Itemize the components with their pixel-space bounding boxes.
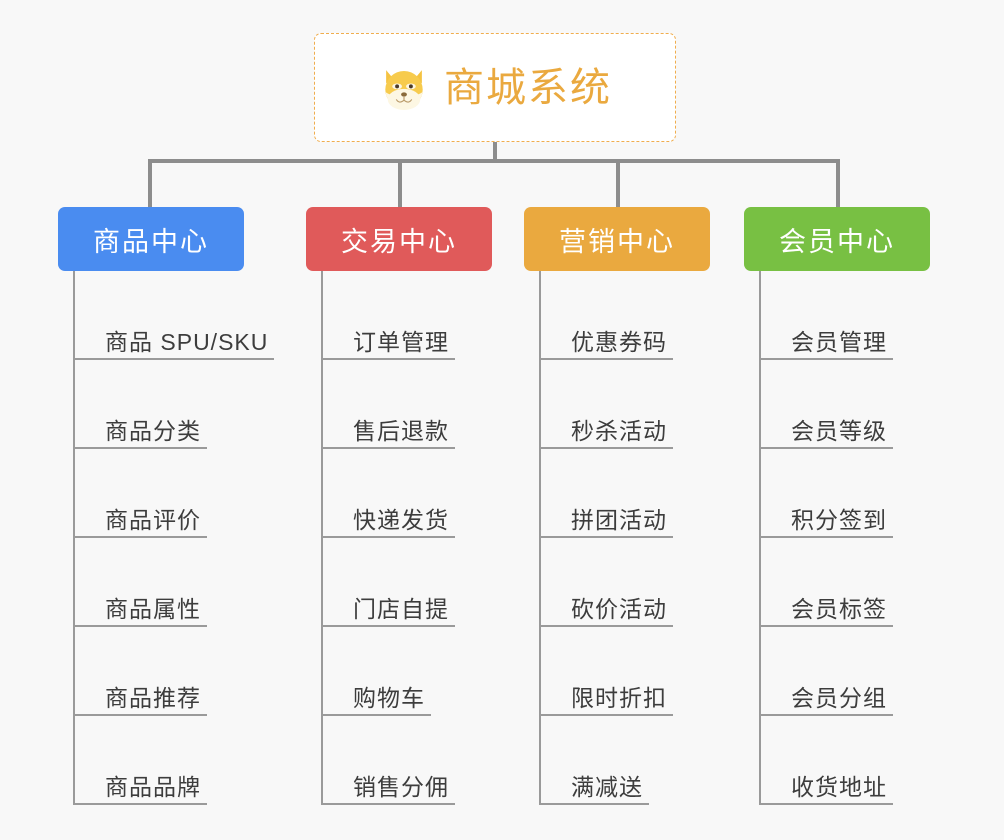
leaf-underline — [321, 358, 455, 360]
root-node[interactable]: 商城系统 — [314, 33, 676, 142]
category-label-2: 营销中心 — [559, 226, 675, 257]
list-item[interactable]: 商品属性 — [73, 538, 274, 627]
category-label-1: 交易中心 — [341, 226, 457, 257]
leaf-underline — [539, 803, 649, 805]
branch-column-2: 营销中心 优惠券码 秒杀活动 拼团活动 砍价活动 限时折扣 满减送 — [524, 207, 710, 805]
leaf-underline — [73, 625, 207, 627]
list-item[interactable]: 优惠券码 — [539, 271, 710, 360]
leaf-underline — [539, 447, 673, 449]
leaf-underline — [539, 358, 673, 360]
list-item[interactable]: 购物车 — [321, 627, 492, 716]
root-title: 商城系统 — [444, 65, 612, 110]
list-item[interactable]: 砍价活动 — [539, 538, 710, 627]
list-item[interactable]: 商品 SPU/SKU — [73, 271, 274, 360]
leaf-list-0: 商品 SPU/SKU 商品分类 商品评价 商品属性 商品推荐 商品品牌 — [73, 271, 274, 805]
leaf-label: 售后退款 — [353, 417, 449, 444]
connector-drop-0 — [148, 159, 152, 207]
leaf-label: 订单管理 — [353, 328, 449, 355]
leaf-label: 商品推荐 — [105, 684, 201, 711]
list-item[interactable]: 会员管理 — [759, 271, 930, 360]
leaf-label: 拼团活动 — [571, 506, 667, 533]
leaf-underline — [759, 358, 893, 360]
leaf-underline — [539, 625, 673, 627]
leaf-label: 商品品牌 — [105, 773, 201, 800]
list-item[interactable]: 满减送 — [539, 716, 710, 805]
leaf-underline — [73, 358, 274, 360]
category-box-3[interactable]: 会员中心 — [744, 207, 930, 271]
leaf-underline — [73, 536, 207, 538]
leaf-label: 快递发货 — [353, 506, 449, 533]
leaf-list-3: 会员管理 会员等级 积分签到 会员标签 会员分组 收货地址 — [759, 271, 930, 805]
leaf-label: 会员分组 — [791, 684, 887, 711]
branch-column-0: 商品中心 商品 SPU/SKU 商品分类 商品评价 商品属性 商品推荐 商品品牌 — [58, 207, 274, 805]
leaf-label: 砍价活动 — [571, 595, 667, 622]
connector-bus — [148, 159, 840, 163]
category-label-0: 商品中心 — [93, 226, 209, 257]
leaf-underline — [73, 447, 207, 449]
list-item[interactable]: 售后退款 — [321, 360, 492, 449]
leaf-label: 会员管理 — [791, 328, 887, 355]
leaf-label: 商品分类 — [105, 417, 201, 444]
leaf-underline — [321, 803, 455, 805]
leaf-underline — [73, 714, 207, 716]
leaf-label: 秒杀活动 — [571, 417, 667, 444]
leaf-underline — [539, 536, 673, 538]
leaf-underline — [759, 447, 893, 449]
leaf-underline — [321, 536, 455, 538]
list-item[interactable]: 拼团活动 — [539, 449, 710, 538]
list-item[interactable]: 销售分佣 — [321, 716, 492, 805]
list-item[interactable]: 商品推荐 — [73, 627, 274, 716]
leaf-underline — [539, 714, 673, 716]
leaf-label: 销售分佣 — [353, 773, 449, 800]
leaf-underline — [759, 714, 893, 716]
leaf-label: 限时折扣 — [571, 684, 667, 711]
branch-column-1: 交易中心 订单管理 售后退款 快递发货 门店自提 购物车 销售分佣 — [306, 207, 492, 805]
category-box-2[interactable]: 营销中心 — [524, 207, 710, 271]
list-item[interactable]: 收货地址 — [759, 716, 930, 805]
leaf-underline — [321, 447, 455, 449]
list-item[interactable]: 秒杀活动 — [539, 360, 710, 449]
leaf-underline — [73, 803, 207, 805]
connector-root-stem — [493, 142, 497, 163]
leaf-underline — [759, 803, 893, 805]
category-box-1[interactable]: 交易中心 — [306, 207, 492, 271]
list-item[interactable]: 会员标签 — [759, 538, 930, 627]
leaf-underline — [321, 625, 455, 627]
list-item[interactable]: 积分签到 — [759, 449, 930, 538]
list-item[interactable]: 商品分类 — [73, 360, 274, 449]
leaf-label: 满减送 — [571, 773, 643, 800]
leaf-label: 会员标签 — [791, 595, 887, 622]
leaf-label: 门店自提 — [353, 595, 449, 622]
leaf-list-1: 订单管理 售后退款 快递发货 门店自提 购物车 销售分佣 — [321, 271, 492, 805]
leaf-label: 积分签到 — [791, 506, 887, 533]
list-item[interactable]: 会员分组 — [759, 627, 930, 716]
list-item[interactable]: 会员等级 — [759, 360, 930, 449]
category-label-3: 会员中心 — [779, 226, 895, 257]
list-item[interactable]: 门店自提 — [321, 538, 492, 627]
leaf-underline — [321, 714, 431, 716]
leaf-label: 优惠券码 — [571, 328, 667, 355]
leaf-label: 商品评价 — [105, 506, 201, 533]
connector-drop-1 — [398, 159, 402, 207]
leaf-underline — [759, 625, 893, 627]
leaf-label: 商品 SPU/SKU — [105, 328, 269, 355]
connector-drop-3 — [836, 159, 840, 207]
category-box-0[interactable]: 商品中心 — [58, 207, 244, 271]
list-item[interactable]: 商品评价 — [73, 449, 274, 538]
leaf-list-2: 优惠券码 秒杀活动 拼团活动 砍价活动 限时折扣 满减送 — [539, 271, 710, 805]
list-item[interactable]: 订单管理 — [321, 271, 492, 360]
branch-column-3: 会员中心 会员管理 会员等级 积分签到 会员标签 会员分组 收货地址 — [744, 207, 930, 805]
list-item[interactable]: 商品品牌 — [73, 716, 274, 805]
leaf-underline — [759, 536, 893, 538]
list-item[interactable]: 快递发货 — [321, 449, 492, 538]
dog-face-icon — [385, 69, 423, 110]
leaf-label: 会员等级 — [791, 417, 887, 444]
leaf-label: 商品属性 — [105, 595, 201, 622]
leaf-label: 收货地址 — [791, 773, 887, 800]
list-item[interactable]: 限时折扣 — [539, 627, 710, 716]
connector-drop-2 — [616, 159, 620, 207]
leaf-label: 购物车 — [353, 684, 425, 711]
